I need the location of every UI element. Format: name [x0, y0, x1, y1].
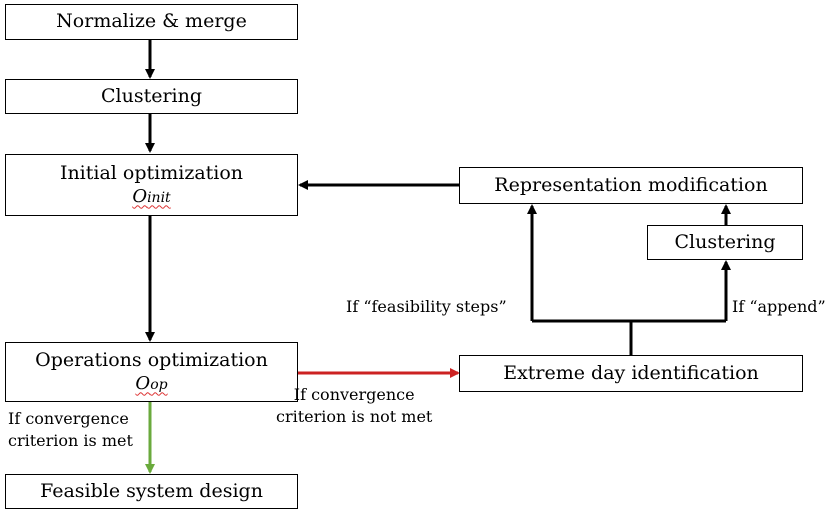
extreme-day-identification-box: Extreme day identification — [459, 355, 803, 392]
label-feasibility-steps: If “feasibility steps” — [346, 297, 507, 316]
operations-optimization-box: Operations optimization Oop — [5, 342, 298, 402]
feasible-system-design-box: Feasible system design — [5, 474, 298, 509]
extreme-day-identification-label: Extreme day identification — [503, 361, 759, 384]
clustering-append-box: Clustering — [647, 225, 803, 260]
clustering-append-label: Clustering — [674, 230, 776, 253]
label-convergence-met: If convergence criterion is met — [8, 409, 133, 450]
normalize-merge-label: Normalize & merge — [56, 10, 247, 33]
initial-optimization-symbol: Oinit — [132, 185, 171, 207]
initial-optimization-label: Initial optimization — [59, 161, 244, 184]
operations-optimization-symbol: Oop — [135, 372, 168, 394]
representation-modification-label: Representation modification — [494, 173, 768, 196]
operations-optimization-label: Operations optimization — [35, 348, 268, 371]
clustering-box: Clustering — [5, 79, 298, 114]
initial-optimization-box: Initial optimization Oinit — [5, 154, 298, 216]
normalize-merge-box: Normalize & merge — [5, 4, 298, 40]
label-convergence-not-met: If convergence criterion is not met — [276, 385, 433, 426]
feasible-system-design-label: Feasible system design — [40, 479, 263, 502]
representation-modification-box: Representation modification — [459, 167, 803, 204]
clustering-label: Clustering — [100, 84, 203, 107]
label-append: If “append” — [732, 297, 826, 316]
